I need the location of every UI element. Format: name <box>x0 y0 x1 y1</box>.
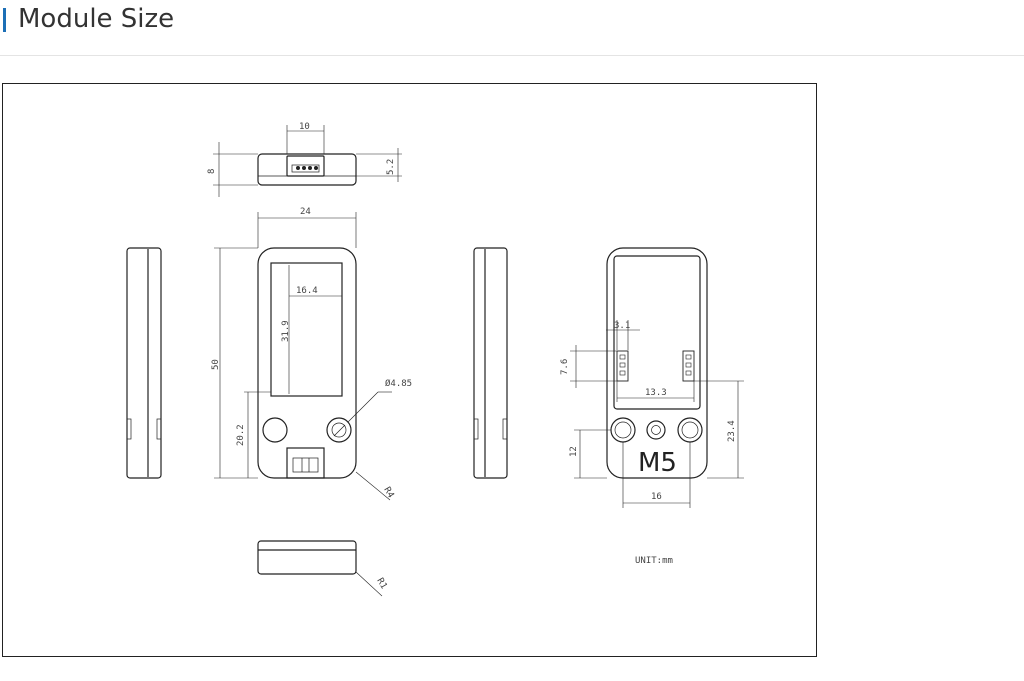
dim-back-pin-height: 7.6 <box>560 359 570 375</box>
front-view-dimensions <box>214 212 392 501</box>
top-view <box>257 153 357 186</box>
left-side-view <box>126 247 162 479</box>
back-view <box>606 247 708 479</box>
back-view-dimensions <box>570 320 744 508</box>
dim-top-width: 10 <box>299 122 310 132</box>
dim-radius-front: R4 <box>381 486 395 500</box>
dim-screen-width: 16.4 <box>296 286 318 296</box>
bottom-view <box>257 540 383 597</box>
dim-front-width: 24 <box>300 207 311 217</box>
dim-top-height-right: 5.2 <box>386 159 396 175</box>
section-header: Module Size <box>0 0 1024 56</box>
dim-hole-offset: 20.2 <box>236 424 246 446</box>
right-side-view <box>473 247 508 479</box>
dim-hole-diameter: Ø4.85 <box>385 378 412 389</box>
title-accent-bar <box>3 8 6 32</box>
dim-back-bottom-offset: 12 <box>569 446 579 457</box>
dim-back-pin-width: 3.1 <box>614 321 630 331</box>
m5-logo: M5 <box>638 448 677 478</box>
dim-front-height: 50 <box>211 359 221 370</box>
module-size-drawing <box>2 83 817 657</box>
dim-back-hole-spacing: 16 <box>651 492 662 502</box>
dim-back-pin-spacing: 13.3 <box>645 388 667 398</box>
unit-label: UNIT:mm <box>635 556 673 566</box>
dim-radius-bottom: R1 <box>374 577 388 591</box>
section-title: Module Size <box>18 4 175 34</box>
dim-screen-height: 31.9 <box>281 320 291 342</box>
front-view <box>257 247 357 479</box>
dim-top-height-left: 8 <box>207 169 217 174</box>
header-divider <box>0 55 1024 56</box>
dim-back-hole-offset: 23.4 <box>727 420 737 442</box>
top-view-dimensions <box>213 125 402 197</box>
